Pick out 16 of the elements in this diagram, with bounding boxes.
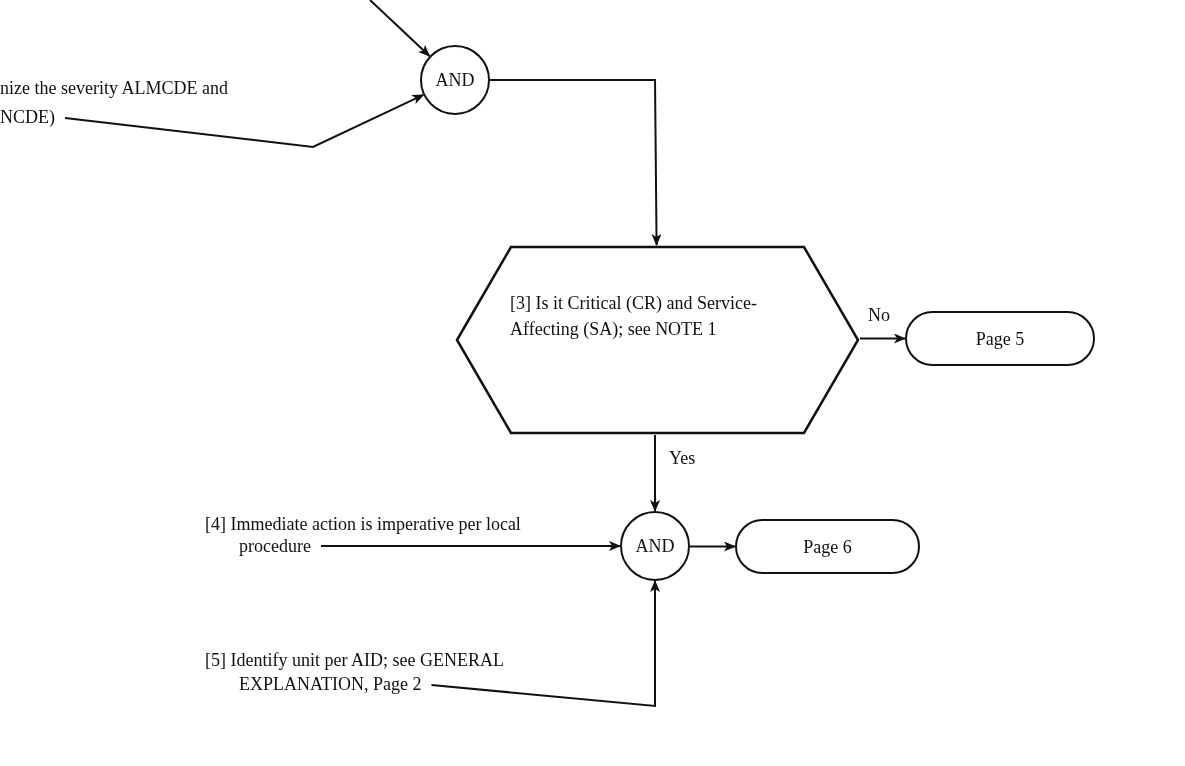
arrow [430,580,660,708]
page-terminal: Page 5 [905,311,1095,366]
arrow [650,434,660,512]
step-text: nize the severity ALMCDE and NCDE) [0,74,240,132]
arrow [319,541,621,551]
arrow [689,541,736,552]
and-gate-circle: AND [420,45,490,115]
step-text: [5] Identify unit per AID; see GENERAL EXPLANATION, Page 2 [205,648,505,696]
page-terminal: Page 6 [735,519,920,574]
arrow [859,333,906,344]
arrow [64,93,425,149]
decision-text: [3] Is it Critical (CR) and Service-Affecting (SA); see NOTE 1 [510,292,758,341]
arrow [489,79,662,246]
and-gate-circle: AND [620,511,690,581]
arrow [369,0,431,57]
step-text: [4] Immediate action is imperative per local procedure [205,513,535,557]
